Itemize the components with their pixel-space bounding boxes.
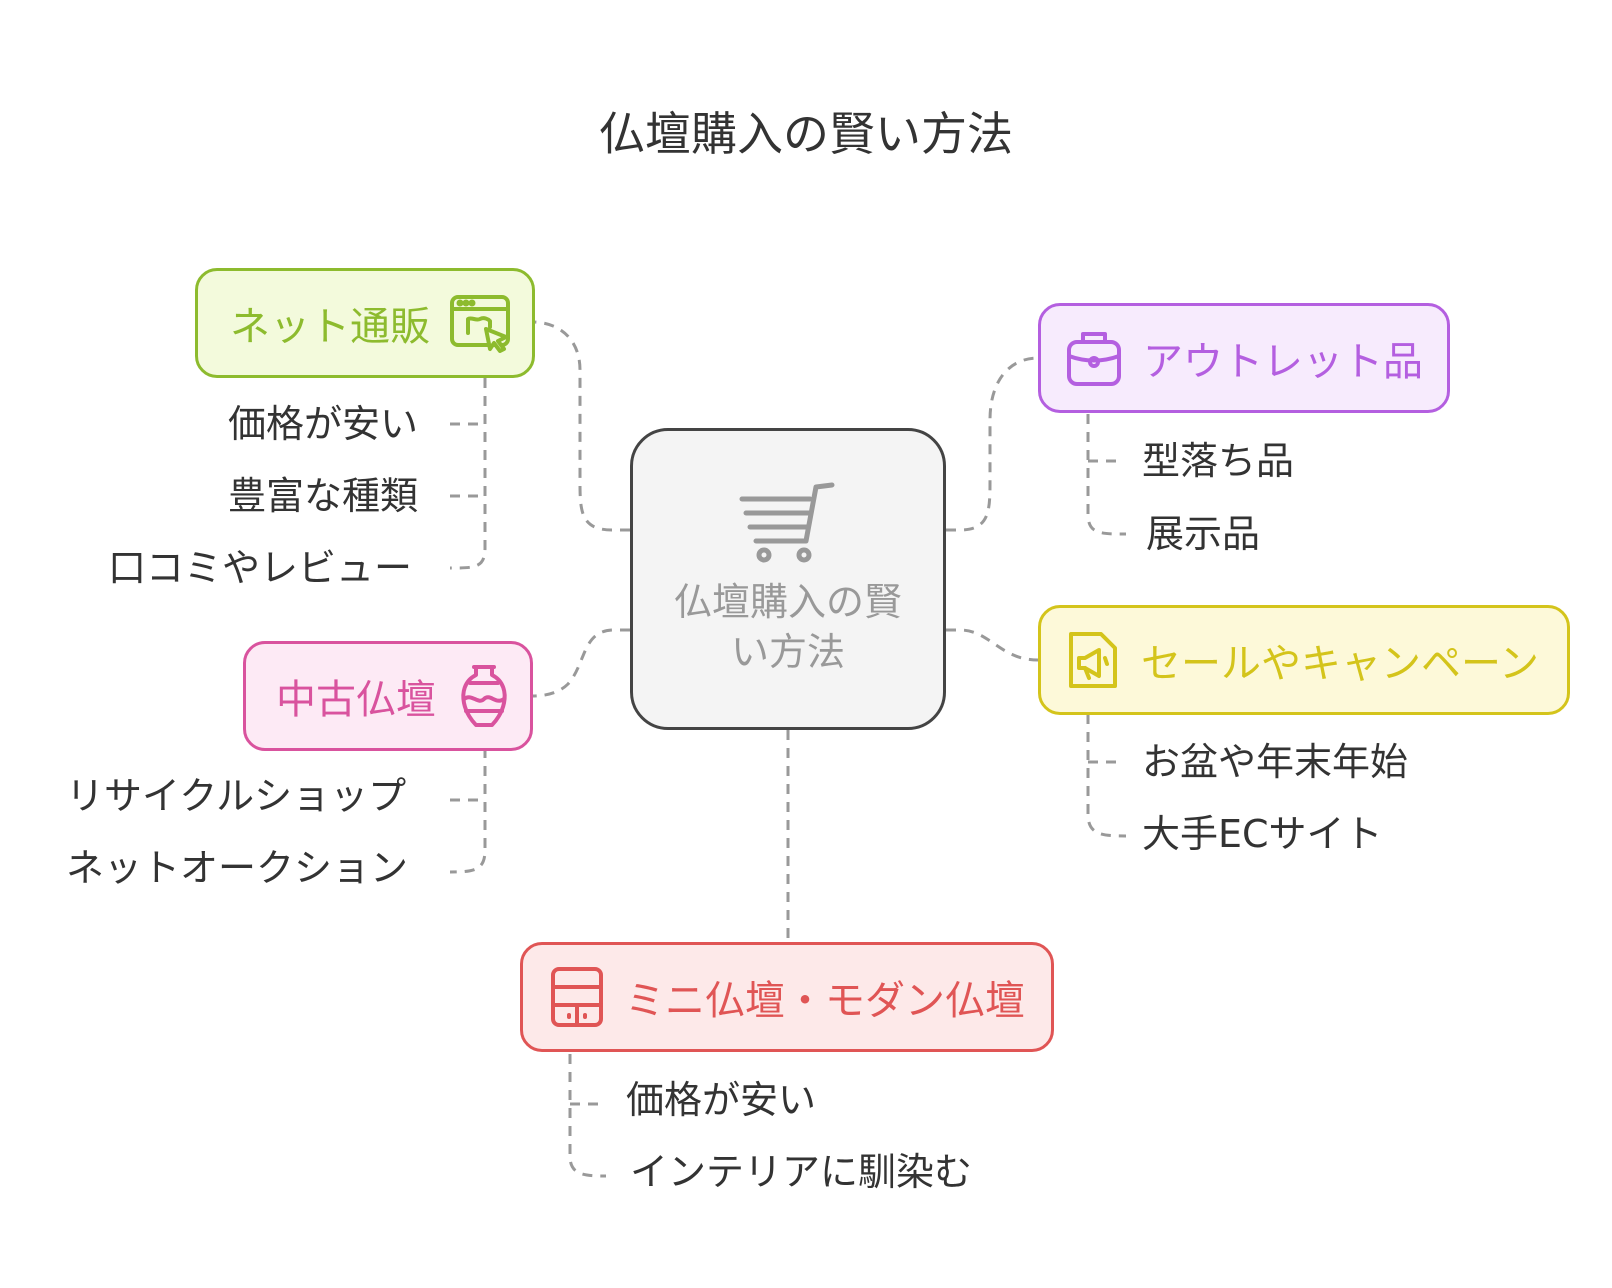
diagram-title: 仏壇購入の賢い方法 [599, 107, 1013, 161]
mini-item-2: インテリアに馴染む [630, 1150, 973, 1194]
cabinet-icon [549, 965, 605, 1029]
outlet-item-1: 型落ち品 [1142, 439, 1295, 483]
connector-mini-items [568, 1054, 607, 1178]
mini-item-1: 価格が安い [626, 1078, 817, 1122]
shopping-cart-icon [738, 481, 838, 567]
connector-net-items [449, 378, 487, 570]
node-mini-label: ミニ仏壇・モダン仏壇 [625, 978, 1025, 1024]
node-mini: ミニ仏壇・モダン仏壇 [520, 942, 1054, 1052]
net-item-2: 豊富な種類 [228, 474, 419, 518]
connector-used [531, 628, 630, 698]
net-item-3: 口コミやレビュー [108, 546, 413, 590]
browser-click-icon [448, 291, 512, 355]
node-sale-label: セールやキャンペーン [1141, 641, 1539, 687]
node-used: 中古仏壇 [243, 641, 533, 751]
sale-item-2: 大手ECサイト [1142, 812, 1383, 856]
connector-outlet [946, 356, 1039, 532]
node-net-label: ネット通販 [230, 304, 430, 350]
node-outlet: アウトレット品 [1038, 303, 1450, 413]
center-node: 仏壇購入の賢い方法 [630, 428, 946, 730]
center-label: 仏壇購入の賢い方法 [673, 580, 902, 674]
connector-sale [946, 628, 1039, 662]
node-net: ネット通販 [195, 268, 535, 378]
used-item-1: リサイクルショップ [66, 774, 407, 818]
connector-sale-items [1086, 714, 1127, 838]
connector-used-items [449, 748, 487, 874]
connector-net [531, 320, 630, 532]
net-item-1: 価格が安い [228, 402, 419, 446]
connector-outlet-items [1086, 414, 1127, 536]
briefcase-icon [1065, 326, 1123, 390]
sale-item-1: お盆や年末年始 [1142, 740, 1409, 784]
outlet-item-2: 展示品 [1146, 512, 1261, 556]
node-used-label: 中古仏壇 [276, 677, 436, 723]
node-sale: セールやキャンペーン [1038, 605, 1570, 715]
megaphone-icon [1065, 628, 1121, 692]
used-item-2: ネットオークション [66, 846, 409, 890]
node-outlet-label: アウトレット品 [1143, 339, 1423, 385]
vase-icon [458, 663, 510, 729]
